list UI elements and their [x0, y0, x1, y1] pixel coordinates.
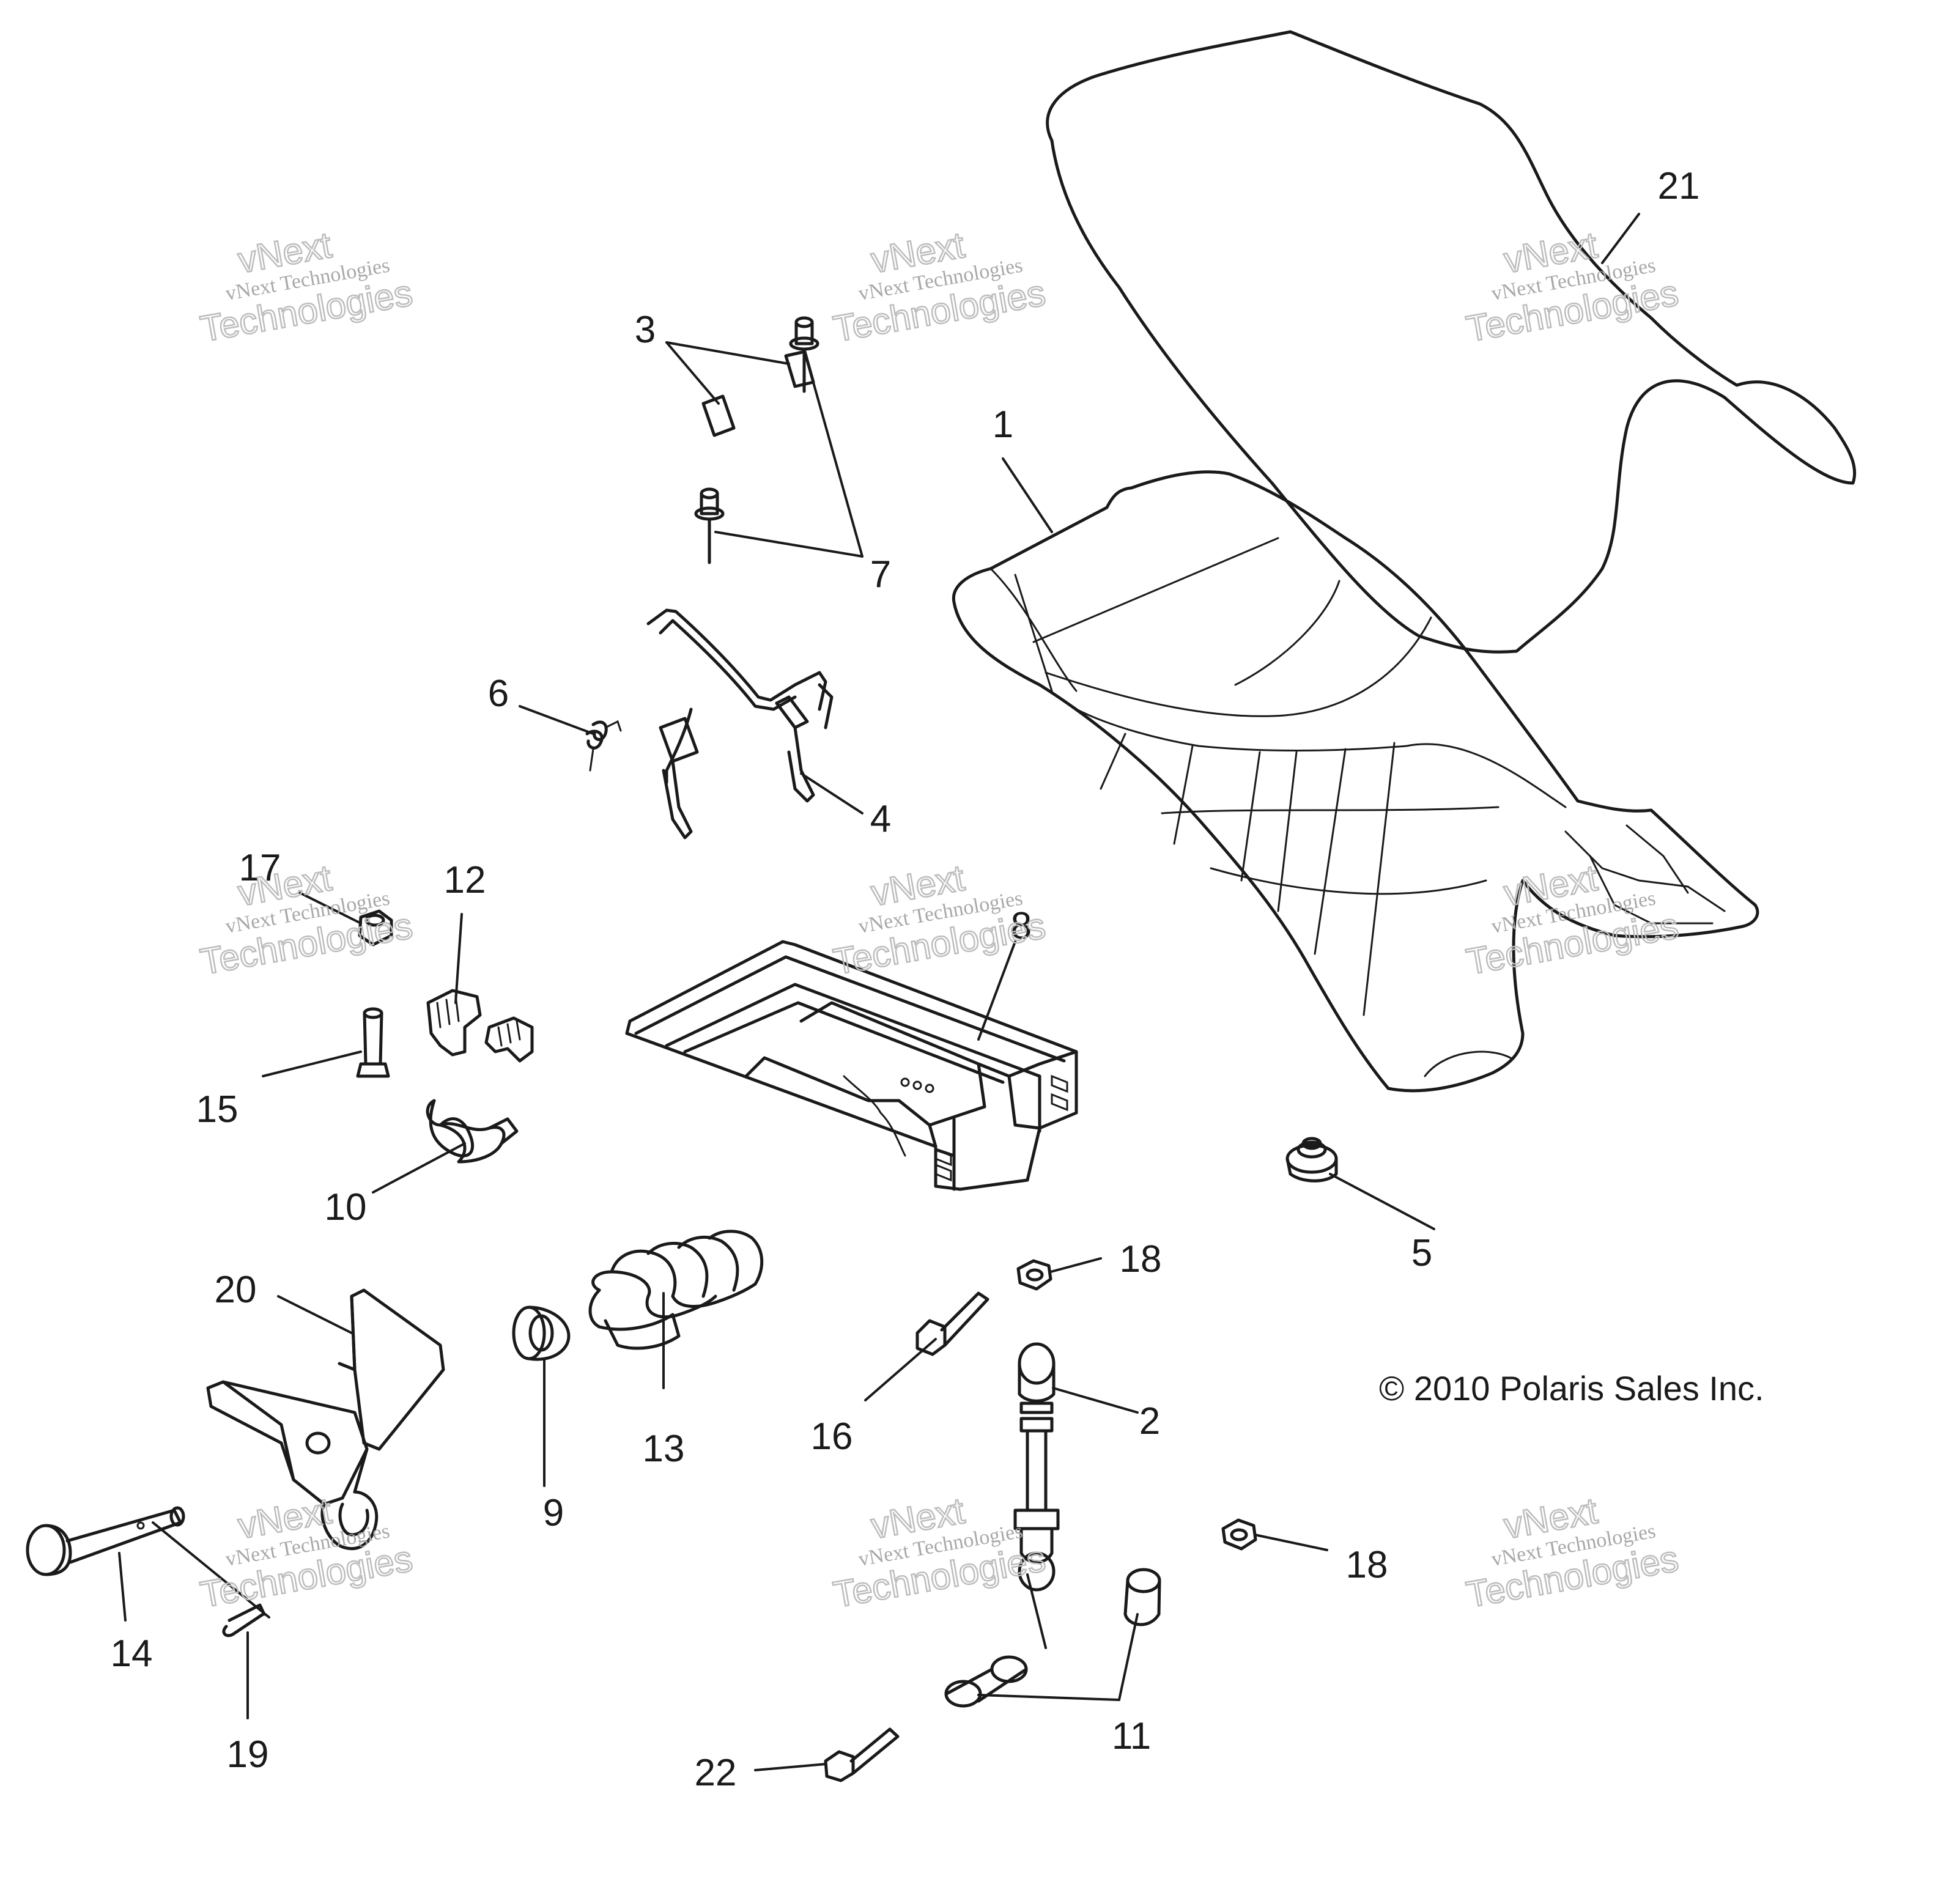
callout-16: 16 — [811, 1416, 853, 1458]
callout-3: 3 — [635, 309, 656, 351]
part-21-seat-cover — [1046, 30, 1857, 654]
watermark: vNext vNext Technologies Technologies — [197, 1489, 416, 1616]
watermark: vNext vNext Technologies Technologies — [830, 223, 1049, 350]
part-8-latch-tray — [625, 940, 1078, 1191]
part-6-spring — [585, 720, 622, 772]
part-9-bump-stop — [512, 1305, 571, 1361]
callout-8: 8 — [1011, 905, 1032, 947]
callout-11: 11 — [1112, 1715, 1151, 1757]
part-1-seat-base — [952, 470, 1759, 1093]
part-13-coil-spring — [588, 1230, 764, 1350]
callout-15: 15 — [196, 1088, 239, 1131]
callout-6: 6 — [488, 673, 509, 715]
part-2-shock-absorber — [1013, 1342, 1060, 1592]
watermark: vNext vNext Technologies Technologies — [197, 856, 416, 983]
callout-labels: 1 2 3 4 5 6 7 8 9 10 11 12 13 14 15 16 1… — [111, 165, 1700, 1794]
watermark: vNext vNext Technologies Technologies — [830, 856, 1049, 983]
copyright-notice: © 2010 Polaris Sales Inc. — [1379, 1369, 1764, 1408]
part-18-nut-lower — [1221, 1518, 1257, 1551]
callout-2: 2 — [1139, 1400, 1160, 1442]
part-18-nut-upper — [1016, 1259, 1052, 1291]
callout-10: 10 — [325, 1186, 367, 1228]
part-5-grommet — [1285, 1137, 1338, 1183]
callout-9: 9 — [543, 1492, 564, 1534]
callout-14: 14 — [111, 1633, 153, 1675]
part-20-bracket — [206, 1288, 445, 1551]
callout-18-lower: 18 — [1346, 1544, 1388, 1586]
callout-7: 7 — [870, 553, 891, 596]
watermarks: vNext vNext Technologies Technologies vN… — [197, 223, 1682, 1616]
watermark: vNext vNext Technologies Technologies — [830, 1489, 1049, 1616]
callout-21: 21 — [1658, 165, 1700, 207]
callout-13: 13 — [643, 1428, 685, 1470]
callout-19: 19 — [227, 1733, 269, 1776]
part-14-pin — [26, 1506, 185, 1576]
watermark: vNext vNext Technologies Technologies — [1463, 223, 1682, 350]
part-4-latch-assembly — [646, 608, 834, 840]
watermark: vNext vNext Technologies Technologies — [197, 223, 416, 350]
callout-17: 17 — [239, 847, 281, 889]
watermark: vNext vNext Technologies Technologies — [1463, 856, 1682, 983]
callout-18-upper: 18 — [1120, 1238, 1162, 1280]
part-7-push-rivets — [694, 316, 819, 564]
part-15-bolt — [356, 1007, 390, 1078]
part-12-clips — [426, 989, 534, 1063]
callout-4: 4 — [870, 798, 891, 840]
callout-20: 20 — [215, 1269, 257, 1311]
callout-1: 1 — [993, 404, 1013, 446]
part-22-bolt — [824, 1727, 900, 1782]
callout-22: 22 — [695, 1752, 737, 1794]
part-3-tabs — [701, 350, 815, 437]
part-10-clamp — [426, 1099, 519, 1164]
leader-lines — [118, 213, 1640, 1771]
watermark: vNext vNext Technologies Technologies — [1463, 1489, 1682, 1616]
callout-5: 5 — [1411, 1232, 1432, 1274]
part-16-bolt — [915, 1291, 989, 1356]
part-17-nut — [358, 909, 393, 947]
callout-12: 12 — [444, 859, 486, 901]
